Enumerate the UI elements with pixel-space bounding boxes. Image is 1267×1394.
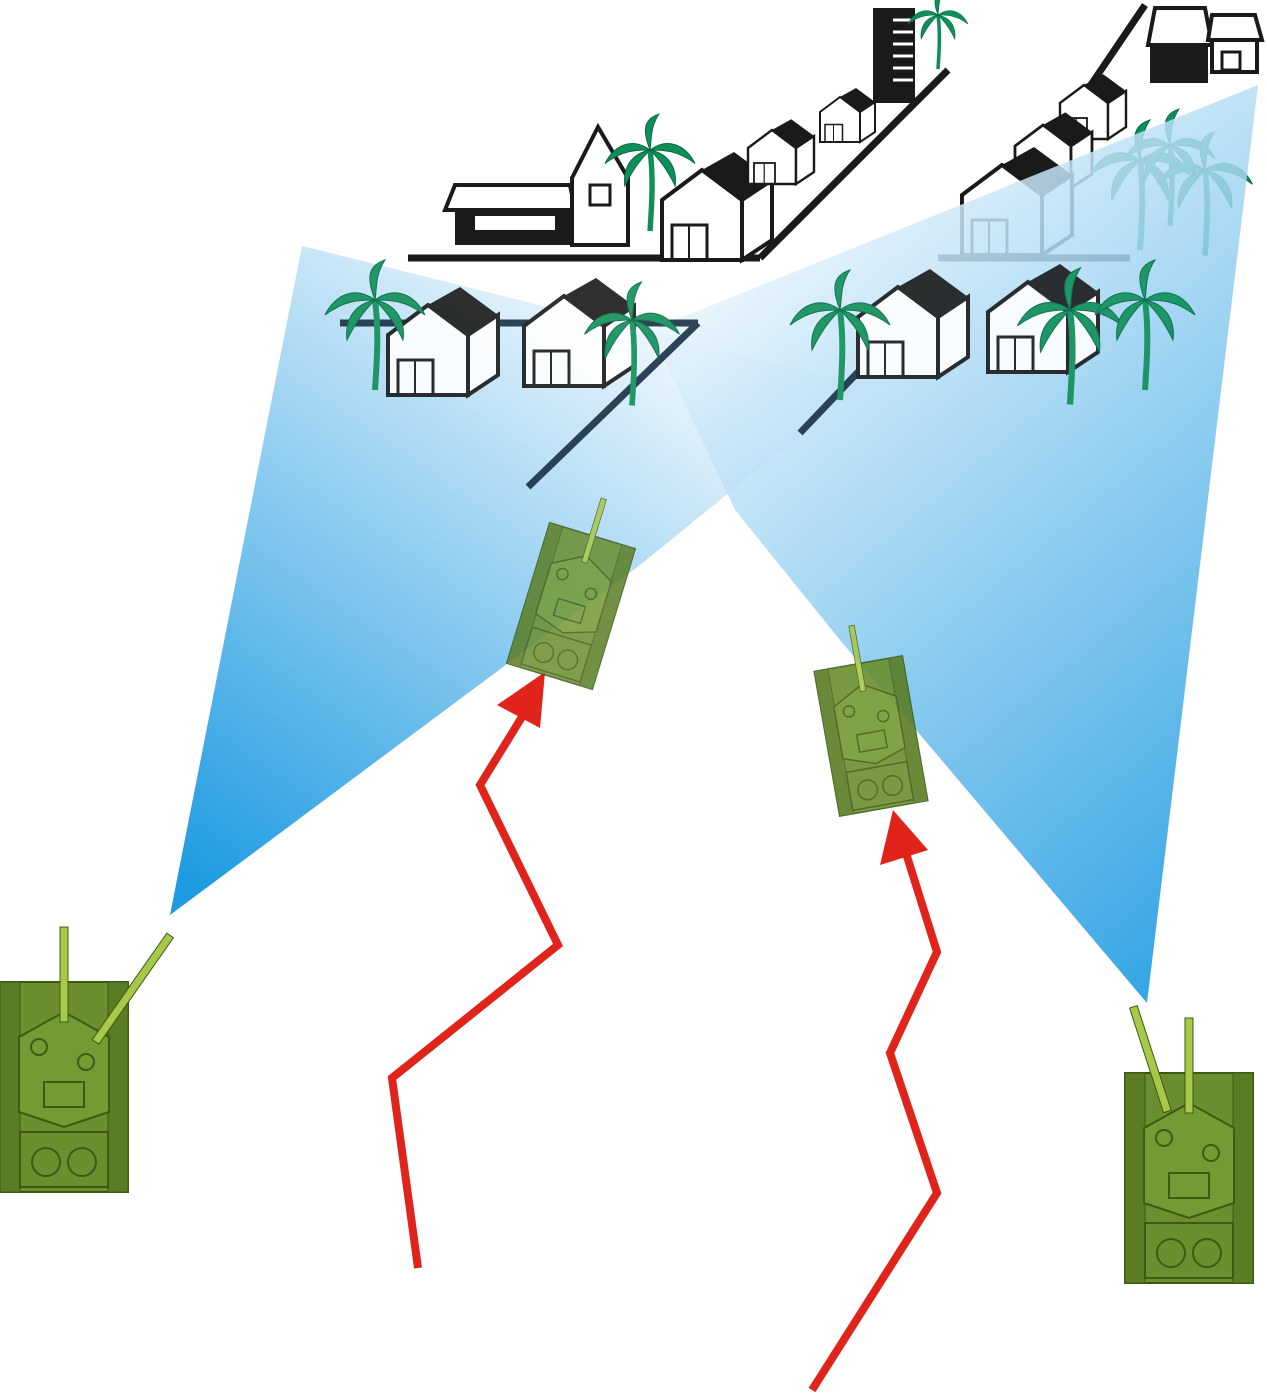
big-house [1145, 6, 1265, 83]
tank-left-icon [0, 926, 129, 1193]
far-village [408, 0, 1265, 262]
near-village [325, 260, 1195, 490]
tank-left-gun [91, 932, 175, 1045]
tall-house [570, 122, 630, 247]
advance-arrow-left [387, 672, 563, 1269]
house [819, 87, 876, 143]
palm-icon [906, 0, 970, 71]
tank-right-gun [1128, 1004, 1172, 1114]
flat-house [442, 183, 578, 245]
tank-right-icon [1124, 1017, 1254, 1284]
observation-cone-left [170, 246, 862, 915]
advance-arrow-right [808, 810, 942, 1393]
house [746, 117, 816, 186]
